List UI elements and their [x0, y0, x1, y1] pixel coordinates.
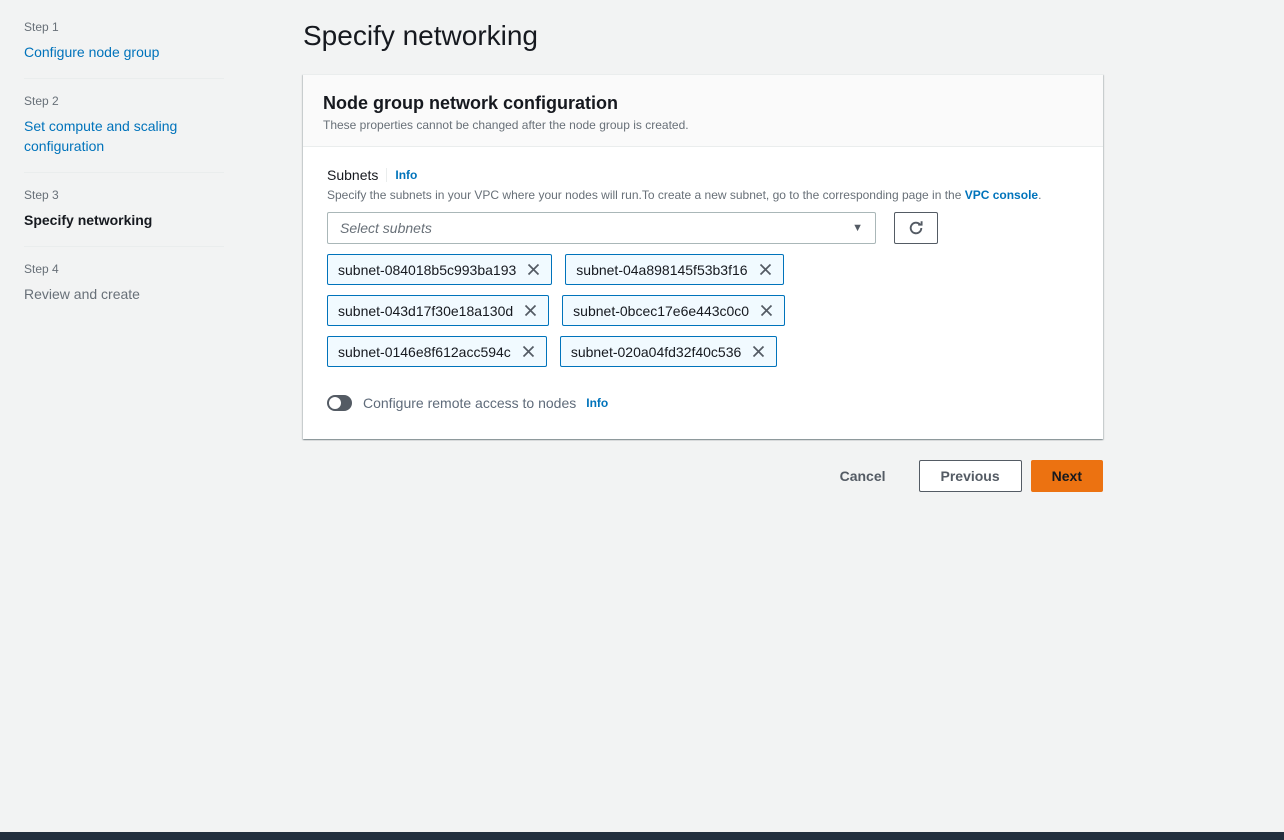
- subnet-token-label: subnet-043d17f30e18a130d: [338, 302, 514, 319]
- step-number: Step 3: [24, 188, 59, 202]
- token-dismiss-button[interactable]: [526, 262, 541, 277]
- vpc-console-link[interactable]: VPC console: [964, 188, 1039, 202]
- subnets-select-row: Select subnets ▼: [327, 212, 1083, 244]
- chevron-down-icon: ▼: [852, 221, 863, 234]
- toggle-knob: [329, 397, 341, 409]
- subnets-description-text: Specify the subnets in your VPC where yo…: [327, 188, 965, 202]
- next-button[interactable]: Next: [1030, 460, 1103, 492]
- node-group-network-panel: Node group network configuration These p…: [303, 74, 1103, 439]
- token-dismiss-button[interactable]: [758, 262, 773, 277]
- panel-header: Node group network configuration These p…: [303, 75, 1103, 147]
- subnets-select[interactable]: Select subnets ▼: [327, 212, 876, 244]
- close-icon: [526, 262, 541, 277]
- token-dismiss-button[interactable]: [521, 344, 536, 359]
- token-dismiss-button[interactable]: [759, 303, 774, 318]
- panel-body: Subnets Info Specify the subnets in your…: [303, 147, 1103, 439]
- panel-subtitle: These properties cannot be changed after…: [323, 118, 689, 132]
- subnets-description: Specify the subnets in your VPC where yo…: [327, 188, 1083, 202]
- wizard-actions: Cancel Previous Next: [303, 460, 1103, 492]
- close-icon: [751, 344, 766, 359]
- subnets-select-placeholder: Select subnets: [340, 220, 432, 236]
- label-divider: [386, 168, 388, 182]
- subnet-token: subnet-0bcec17e6e443c0c0: [562, 295, 786, 326]
- remote-access-info-link[interactable]: Info: [586, 396, 609, 410]
- wizard-step-2: Step 2 Set compute and scaling configurat…: [24, 94, 224, 156]
- subnet-token: subnet-084018b5c993ba193: [327, 254, 553, 285]
- page-title: Specify networking: [303, 20, 539, 51]
- remote-access-toggle[interactable]: [327, 395, 352, 411]
- subnet-token-label: subnet-0bcec17e6e443c0c0: [573, 302, 750, 319]
- subnets-label: Subnets: [327, 167, 379, 183]
- subnet-token-label: subnet-084018b5c993ba193: [338, 261, 517, 278]
- subnets-label-row: Subnets Info: [327, 167, 1083, 183]
- wizard-step-4: Step 4 Review and create: [24, 262, 224, 304]
- step-link[interactable]: Set compute and scaling configuration: [24, 118, 178, 154]
- subnet-token: subnet-043d17f30e18a130d: [327, 295, 550, 326]
- subnets-description-suffix: .: [1038, 188, 1042, 202]
- cancel-button[interactable]: Cancel: [840, 462, 886, 490]
- close-icon: [521, 344, 536, 359]
- step-number: Step 4: [24, 262, 59, 276]
- wizard-step-1: Step 1 Configure node group: [24, 20, 224, 62]
- step-link[interactable]: Configure node group: [24, 44, 160, 60]
- remote-access-row: Configure remote access to nodes Info: [327, 395, 1083, 411]
- footer-bar: [0, 832, 1284, 840]
- step-divider: [24, 78, 224, 79]
- step-divider: [24, 172, 224, 173]
- subnet-token: subnet-0146e8f612acc594c: [327, 336, 547, 367]
- step-number: Step 2: [24, 94, 59, 108]
- main-content: Specify networking Node group network co…: [303, 20, 1103, 492]
- close-icon: [759, 303, 774, 318]
- previous-button[interactable]: Previous: [918, 460, 1022, 492]
- subnet-token: subnet-04a898145f53b3f16: [565, 254, 784, 285]
- wizard-step-3: Step 3 Specify networking: [24, 188, 224, 230]
- panel-title: Node group network configuration: [323, 93, 618, 113]
- refresh-button[interactable]: [894, 212, 938, 244]
- token-dismiss-button[interactable]: [523, 303, 538, 318]
- remote-access-label: Configure remote access to nodes: [363, 395, 577, 411]
- subnet-token-list: subnet-084018b5c993ba193 subnet-04a898145…: [327, 254, 876, 367]
- subnets-info-link[interactable]: Info: [395, 168, 418, 182]
- close-icon: [758, 262, 773, 277]
- token-dismiss-button[interactable]: [751, 344, 766, 359]
- subnet-token-label: subnet-04a898145f53b3f16: [576, 261, 748, 278]
- step-title: Specify networking: [24, 212, 153, 228]
- subnet-token: subnet-020a04fd32f40c536: [559, 336, 778, 367]
- subnet-token-label: subnet-020a04fd32f40c536: [570, 343, 742, 360]
- step-number: Step 1: [24, 20, 59, 34]
- subnet-token-label: subnet-0146e8f612acc594c: [338, 343, 511, 360]
- close-icon: [523, 303, 538, 318]
- step-title: Review and create: [24, 286, 140, 302]
- step-divider: [24, 246, 224, 247]
- refresh-icon: [908, 220, 924, 236]
